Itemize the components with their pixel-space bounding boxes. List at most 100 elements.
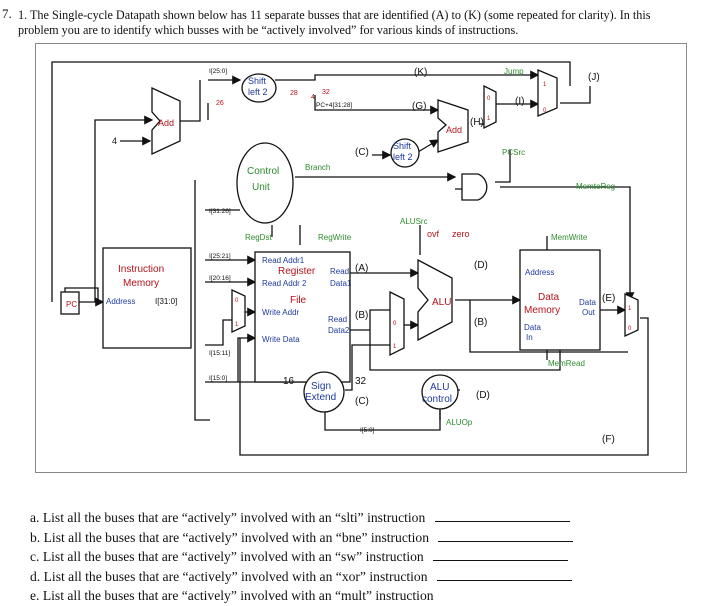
alusrc-mux <box>389 290 405 357</box>
instr-fan-wire <box>194 180 210 421</box>
question-stem: 1. The Single-cycle Datapath shown below… <box>18 8 688 38</box>
rf-file: File <box>290 295 307 306</box>
sign-extend-l2: Extend <box>305 392 336 403</box>
regdst-mux <box>231 288 246 334</box>
alu-control-l2: control <box>422 394 452 405</box>
alu-control <box>421 374 459 410</box>
aluop-label: ALUOp <box>446 418 473 427</box>
memwrite-label: MemWrite <box>551 233 588 242</box>
regwrite-label: RegWrite <box>318 233 352 242</box>
pcsrc-wire <box>495 150 511 183</box>
pc-register <box>60 291 80 315</box>
mux1-one: 1 <box>487 116 491 122</box>
question-letter: b. <box>30 529 41 545</box>
rmux-one: 1 <box>235 322 239 328</box>
bus-k-wire <box>51 61 571 302</box>
bus-c2-wire <box>345 344 390 391</box>
memtoreg-mux <box>624 292 639 338</box>
rf-data1: Data1 <box>330 279 352 288</box>
bus-b-wire <box>350 309 390 331</box>
answer-blank[interactable] <box>436 568 572 581</box>
jump-mux <box>537 69 558 117</box>
bus-label-c: (C) <box>355 147 369 158</box>
pc-high-label: PC+4[31:28] <box>316 102 353 109</box>
sign-extend-l1: Sign <box>311 381 331 392</box>
question-letter: c. <box>30 549 40 564</box>
mux1-zero: 0 <box>487 96 491 102</box>
alu-label: ALU <box>432 297 451 308</box>
alusrc-label: ALUSrc <box>400 217 428 226</box>
bus-f-wire <box>239 317 649 456</box>
n32b-label: 32 <box>355 376 367 387</box>
pc4-add-wire <box>314 95 440 115</box>
memread-label: MemRead <box>548 359 585 368</box>
amux-one: 1 <box>393 344 397 350</box>
answer-blank[interactable] <box>438 529 574 542</box>
four-label: 4 <box>112 136 117 146</box>
i31-26-label: I[31:26] <box>209 208 231 215</box>
im-label-1: Instruction <box>118 264 164 275</box>
i5-0-label: I[5:0] <box>360 427 375 434</box>
memtoreg-label: MemtoReg <box>576 182 615 191</box>
question-letter: d. <box>30 568 41 584</box>
shift-left-mid <box>390 138 420 168</box>
bus-label-f: (F) <box>602 434 615 445</box>
answer-blank[interactable] <box>434 509 570 522</box>
rf-data2: Data2 <box>328 326 350 335</box>
add-right-label: Add <box>446 125 462 135</box>
mmux-zero: 0 <box>628 326 632 332</box>
n32-label: 32 <box>322 89 330 96</box>
dm-out2: Out <box>582 308 596 317</box>
i25-0-label: I[25:0] <box>209 68 227 75</box>
bus-label-c2: (C) <box>355 396 369 407</box>
answer-blank[interactable] <box>433 548 569 561</box>
pcsrc-label: PCSrc <box>502 148 525 157</box>
rf-write-addr: Write Addr <box>262 308 300 317</box>
zero-label: zero <box>452 229 470 239</box>
jump-target-wire <box>275 70 540 81</box>
pc-mux-1 <box>483 84 497 130</box>
bus-label-i: (I) <box>515 96 524 107</box>
bus-j-wire <box>560 86 591 104</box>
dm-memory: Memory <box>524 305 560 316</box>
question-e: e. List all the buses that are “actively… <box>30 586 690 606</box>
stem-text: The Single-cycle Datapath shown below ha… <box>18 8 651 37</box>
shift-mid-l2: left 2 <box>393 152 413 162</box>
shift-top-l1: Shift <box>248 76 267 86</box>
n26-label: 26 <box>216 100 224 107</box>
alu <box>417 258 453 342</box>
add-left-alu <box>151 86 181 156</box>
question-d: d. List all the buses that are “actively… <box>30 567 690 587</box>
question-c: c. List all the buses that are “actively… <box>30 547 690 567</box>
sign-extend <box>303 371 345 413</box>
question-text: List all the buses that are “actively” i… <box>42 510 426 525</box>
question-list: a. List all the buses that are “actively… <box>30 508 690 606</box>
bus-label-k: (K) <box>414 67 427 78</box>
bus-b-mem-wire <box>369 330 561 371</box>
dm-out1: Data <box>579 298 596 307</box>
n16-label: 16 <box>283 376 295 387</box>
pc-to-add-wire <box>94 115 154 302</box>
im-address: Address <box>106 297 135 306</box>
im-label-2: Memory <box>123 278 159 289</box>
pc-label: PC <box>66 300 77 309</box>
dm-in1: Data <box>524 323 541 332</box>
rf-read-addr1: Read Addr1 <box>262 256 305 265</box>
bus-label-e: (E) <box>602 293 615 304</box>
memtoreg-wire <box>500 186 635 302</box>
control-l2: Unit <box>252 182 270 193</box>
bus-label-b2: (B) <box>474 317 487 328</box>
branch-and-gate <box>461 173 488 201</box>
rf-write-data: Write Data <box>262 335 300 344</box>
add-right-alu <box>437 99 469 153</box>
amux-zero: 0 <box>393 321 397 327</box>
question-text: List all the buses that are “actively” i… <box>42 588 434 603</box>
question-number: 7. <box>2 6 12 21</box>
rf-read2: Read <box>328 315 347 324</box>
n28-label: 28 <box>290 90 298 97</box>
diagram-frame <box>35 43 687 473</box>
rf-read-addr2: Read Addr 2 <box>262 279 307 288</box>
question-b: b. List all the buses that are “actively… <box>30 528 690 548</box>
shift-top-l2: left 2 <box>248 87 268 97</box>
dm-address: Address <box>525 268 554 277</box>
